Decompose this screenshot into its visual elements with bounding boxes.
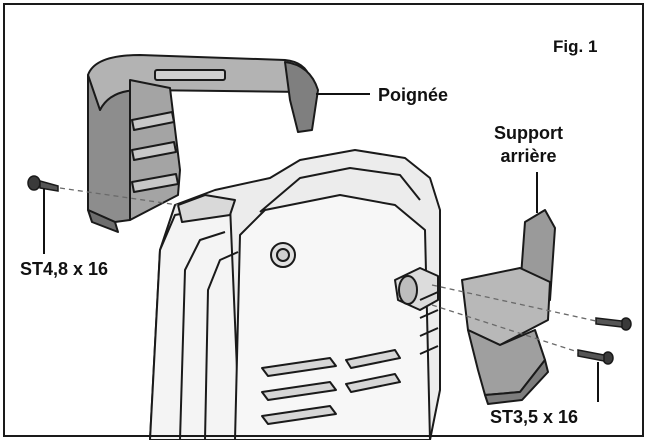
handle-part — [87, 54, 319, 233]
leader-lines — [43, 93, 599, 402]
screw-left-shaft — [39, 180, 59, 192]
label-screw-right: ST3,5 x 16 — [490, 407, 579, 427]
support-foot-lip — [484, 359, 549, 405]
handle-grip-end — [284, 61, 319, 133]
body-inner-curve-2 — [204, 251, 239, 440]
screw-right-lower-shaft — [577, 349, 605, 362]
body-top-tab — [177, 194, 236, 223]
body-left-side — [149, 204, 241, 440]
handle-ribs — [131, 111, 179, 193]
screw-left-head — [27, 175, 41, 191]
body-top-ridge — [259, 167, 421, 213]
guide-right-upper — [431, 284, 597, 322]
screw-right-upper — [595, 317, 632, 331]
handle-grip-slot — [154, 69, 226, 81]
body-inner-curve — [179, 231, 226, 440]
label-rear-support-line1: Support — [494, 123, 563, 143]
screw-left — [27, 175, 59, 192]
label-screw-left: ST4,8 x 16 — [20, 259, 109, 279]
assembly-guides — [59, 187, 597, 353]
label-rear-support-line2: arrière — [500, 146, 557, 166]
figure-number: Fig. 1 — [553, 37, 598, 56]
label-rear-support: Support arrière — [494, 122, 563, 168]
rear-mount-hole — [398, 275, 418, 305]
label-handle: Poignée — [378, 85, 449, 105]
vent-slots — [261, 349, 401, 425]
guide-right-lower — [431, 304, 579, 353]
body-front-panel — [234, 194, 431, 440]
handle-foot — [87, 209, 119, 233]
front-boss-inner — [276, 248, 290, 262]
rear-support-part — [461, 209, 556, 405]
guide-left — [59, 187, 179, 206]
screw-right-upper-shaft — [595, 317, 623, 328]
side-grille — [419, 291, 439, 355]
screw-right-lower — [577, 349, 614, 365]
washer-body — [149, 149, 441, 440]
